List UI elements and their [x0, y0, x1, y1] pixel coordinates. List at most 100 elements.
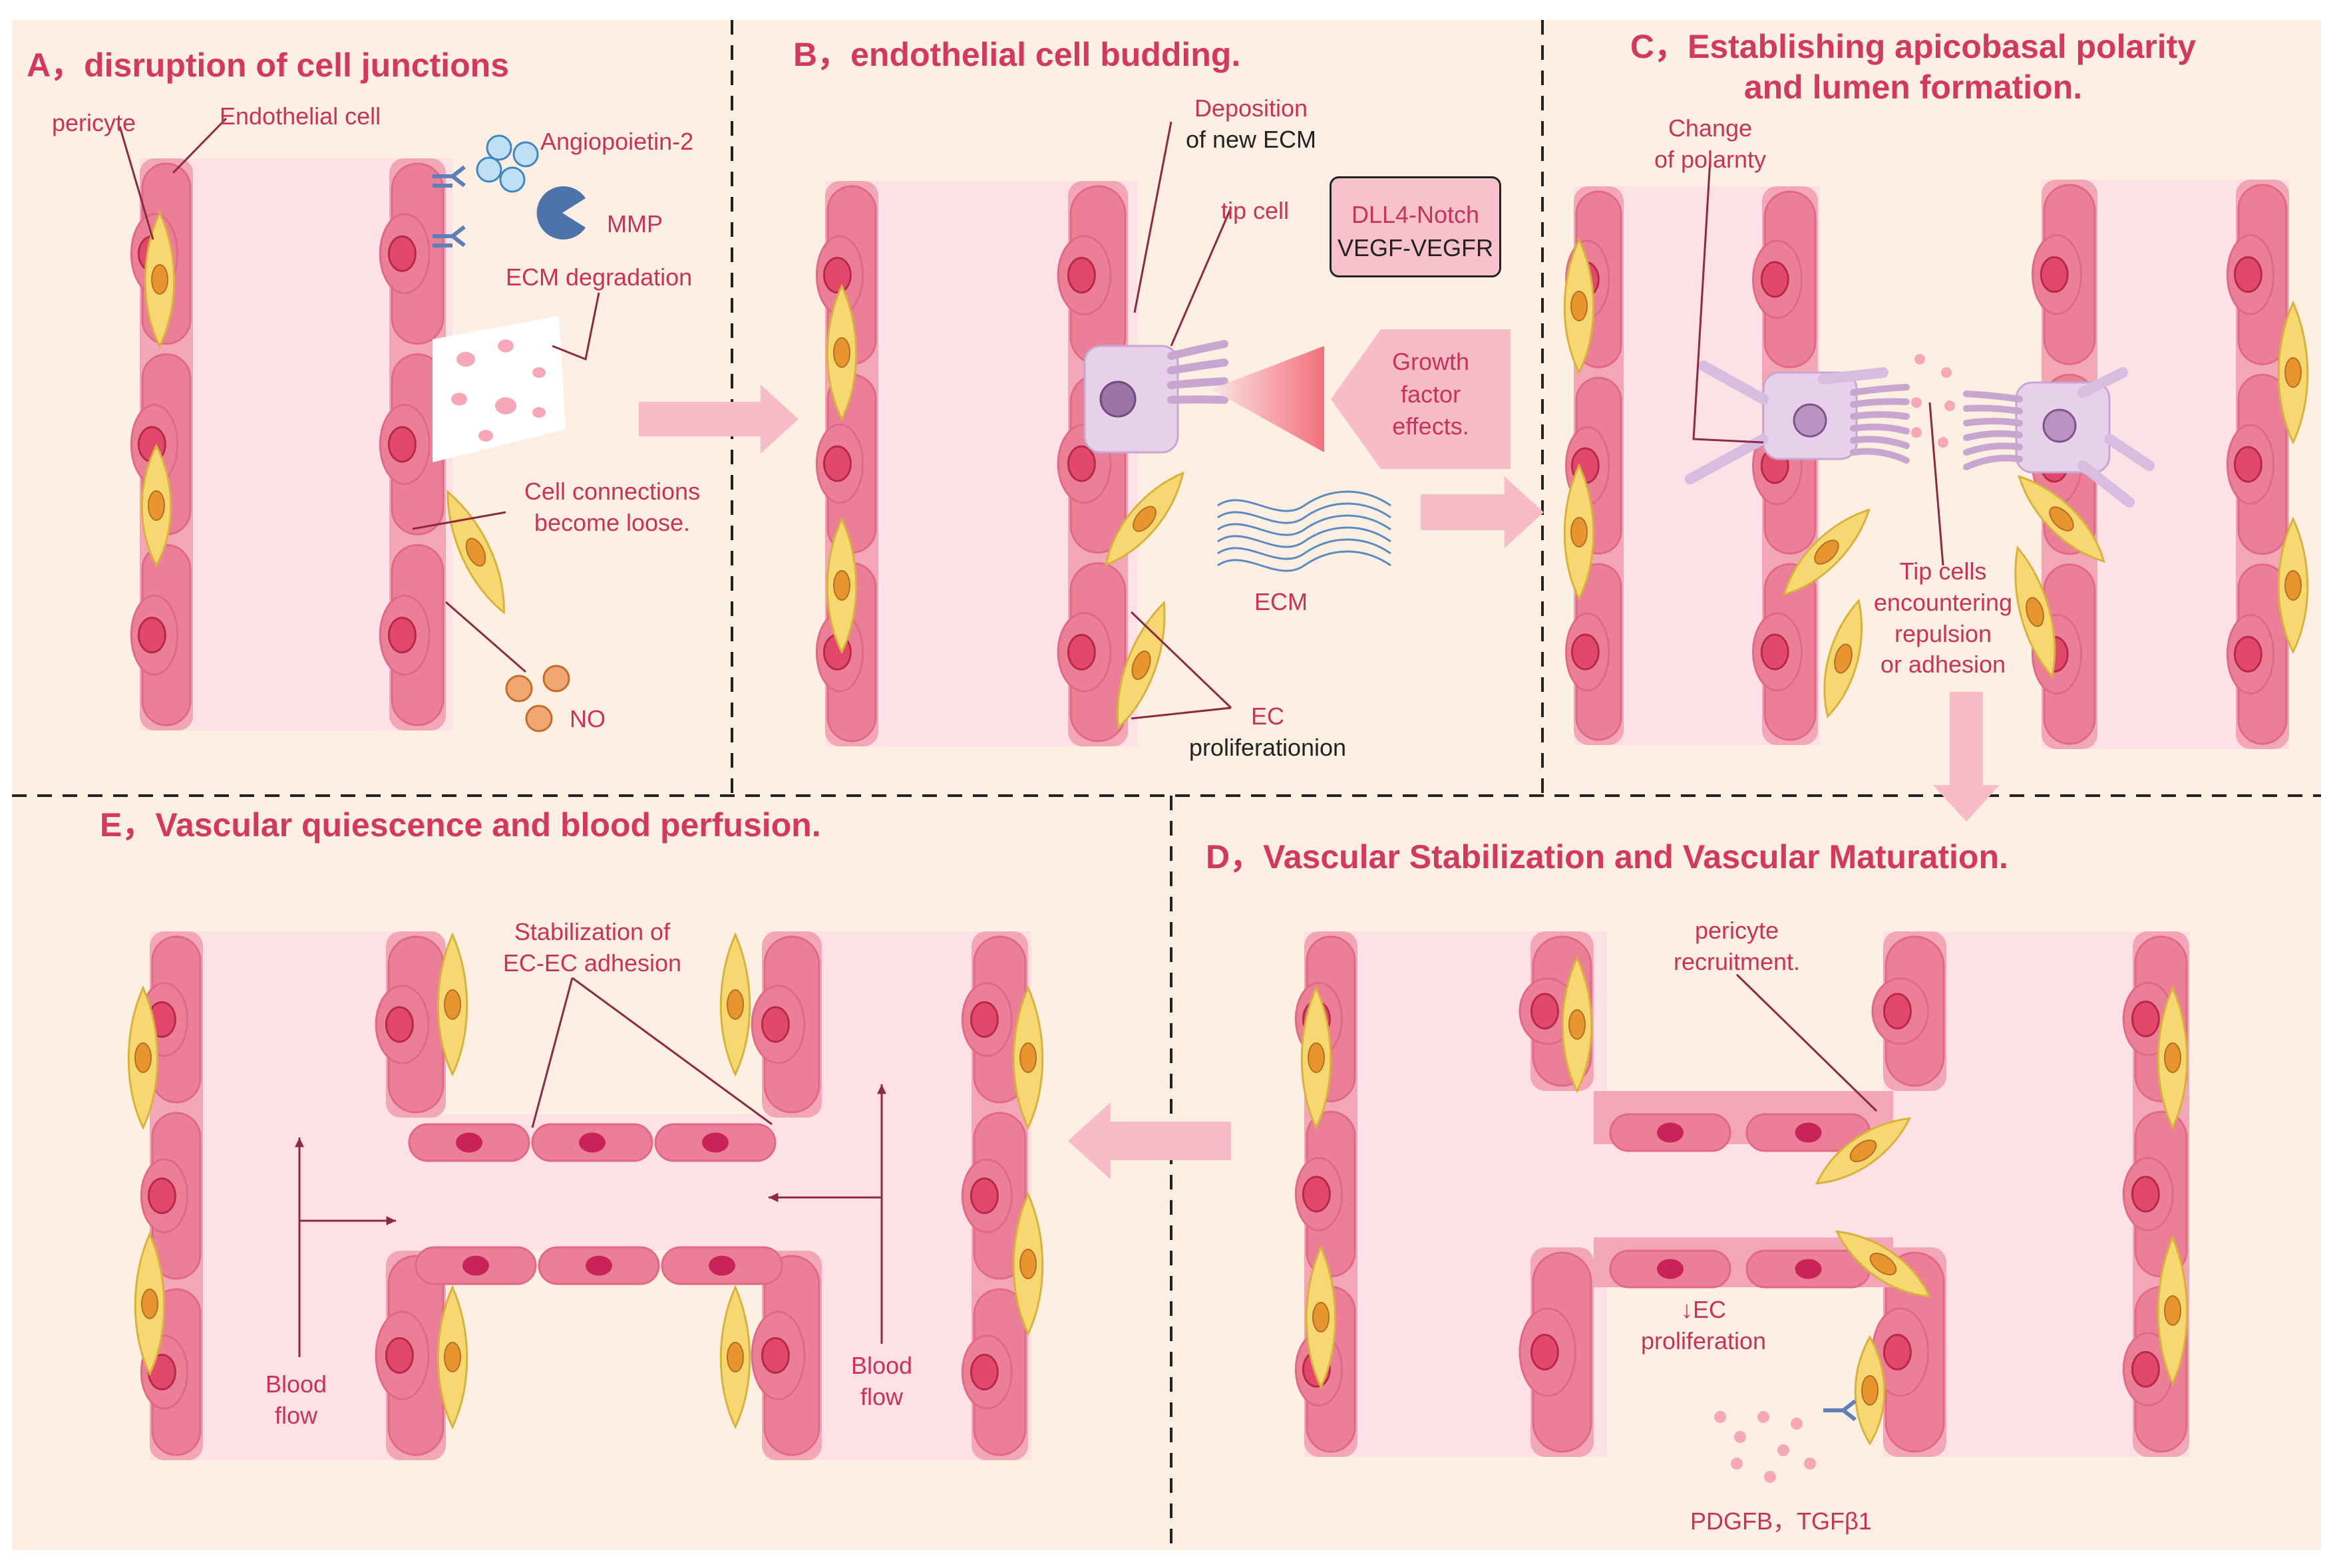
filopodium — [1167, 340, 1228, 360]
growth-factor-arrow — [1331, 329, 1511, 469]
nucleus — [970, 1177, 999, 1214]
endothelial-cell — [2226, 563, 2288, 745]
pericyte-cell — [1012, 1191, 1044, 1336]
label-flow-left-line-1: Blood — [265, 1370, 327, 1398]
leader-recruitment — [1735, 973, 1878, 1112]
pericyte-cell — [2277, 300, 2309, 445]
endothelial-cell — [379, 353, 445, 536]
leader-stab-1 — [531, 977, 574, 1128]
pericyte-cell — [447, 490, 505, 615]
label-polarity-line-1: Change — [1668, 114, 1753, 142]
filopodium — [1850, 384, 1910, 396]
panel-c-title-line-1: C，Establishing apicobasal polarity — [1630, 28, 2197, 65]
endothelial-cell — [130, 544, 192, 726]
pdgfb-particle — [1764, 1471, 1776, 1483]
pericyte-nucleus — [2164, 1295, 2181, 1326]
pericyte-cell — [2157, 985, 2189, 1130]
panel-a-title: A，disruption of cell junctions — [27, 47, 509, 84]
endothelial-cell — [379, 544, 445, 726]
tip-cell-process — [2077, 367, 2128, 398]
no-molecule — [525, 705, 553, 732]
nucleus — [586, 1255, 612, 1276]
flow-arrowhead — [386, 1216, 396, 1225]
extras — [433, 134, 2155, 1483]
label-deposition-line-1: Deposition — [1194, 94, 1308, 122]
signal-dll4-notch: DLL4-Notch — [1351, 201, 1480, 228]
label-cell-connections-loose: Cell connections become loose. — [492, 476, 732, 539]
flow-arrowhead — [877, 1084, 886, 1094]
nucleus — [2233, 256, 2262, 293]
signal-particle — [1911, 427, 1922, 438]
endothelial-cell — [1752, 563, 1817, 741]
pericyte-nucleus — [1849, 1140, 1877, 1162]
process-arrow — [1933, 692, 2000, 822]
label-ecdown-line-2: proliferation — [1640, 1327, 1767, 1354]
nucleus — [579, 1132, 606, 1153]
label-stab-line-2: EC-EC adhesion — [502, 949, 682, 977]
nucleus — [1795, 1259, 1822, 1279]
process-arrow — [639, 385, 799, 454]
ecm-fiber — [1217, 526, 1391, 548]
pericyte-nucleus — [1568, 1009, 1586, 1040]
tip-cell-process — [1685, 434, 1769, 484]
label-flow-right-line-1: Blood — [850, 1352, 913, 1379]
filopodium — [1850, 436, 1910, 449]
nucleus — [385, 1337, 414, 1374]
label-polarity-line-2: of polarnty — [1654, 145, 1767, 173]
label-growth-line-2: factor — [1400, 380, 1461, 408]
pericyte-cell — [1012, 985, 1044, 1130]
ecm-fragment — [451, 392, 467, 406]
nucleus — [2131, 1001, 2160, 1038]
endothelial-cell — [375, 1255, 445, 1456]
nucleus — [2131, 1350, 2160, 1388]
nucleus — [387, 235, 417, 272]
label-ec-line-1: EC — [1250, 703, 1284, 730]
nucleus — [1760, 633, 1789, 671]
pdgfb-particle — [1731, 1458, 1743, 1470]
nucleus — [822, 257, 852, 294]
tip-cell-right-nucleus — [2042, 408, 2077, 443]
ecm-fiber — [1217, 514, 1391, 536]
pericyte-cell — [2277, 516, 2309, 655]
process-arrow — [1421, 476, 1544, 548]
flow-arrowhead — [769, 1193, 779, 1202]
pdgfb-particle — [1791, 1418, 1803, 1430]
endothelial-cell — [379, 162, 445, 345]
pericyte-nucleus — [151, 264, 168, 295]
nucleus — [761, 1006, 790, 1043]
nucleus — [702, 1132, 729, 1153]
endothelial-cell — [961, 1288, 1027, 1456]
endothelial-cell — [375, 935, 445, 1114]
pericyte-cell — [140, 443, 172, 568]
nucleus — [1067, 257, 1096, 294]
pericyte-cell — [1835, 1230, 1932, 1298]
nucleus — [1570, 633, 1600, 671]
pdgfb-particle — [1714, 1411, 1726, 1423]
endothelial-cell — [1871, 935, 1945, 1087]
leader-polarity — [1692, 159, 1764, 444]
pericyte-cell — [437, 932, 468, 1077]
ecm-fiber — [1217, 538, 1391, 560]
label-ecm-degradation: ECM degradation — [506, 263, 693, 291]
label-mmp: MMP — [607, 210, 663, 237]
pericyte-cell — [1815, 1117, 1912, 1185]
endothelial-cell — [961, 1112, 1027, 1280]
filopodium — [1963, 442, 2023, 456]
filopodium — [1963, 418, 2023, 426]
nucleus — [462, 1255, 489, 1276]
label-growth-line-1: Growth — [1391, 348, 1470, 375]
filopodium — [1850, 448, 1910, 464]
leader-endothelial — [172, 117, 228, 174]
label-pdgfb-tgfb1: PDGFB，TGFβ1 — [1690, 1507, 1872, 1535]
endothelial-cell — [2226, 184, 2288, 365]
nucleus — [1795, 1122, 1822, 1143]
label-change-polarity: Change of polarnty — [1624, 113, 1797, 176]
angiopoietin-molecule — [476, 156, 502, 183]
nucleus — [2233, 635, 2262, 673]
endothelial-cell — [1057, 185, 1127, 365]
pdgfb-particle — [1757, 1411, 1769, 1423]
no-molecule — [505, 675, 533, 703]
filopodium — [1167, 359, 1228, 375]
pericyte-cell — [1783, 508, 1871, 596]
label-endothelial-cell: Endothelial cell — [220, 102, 381, 130]
